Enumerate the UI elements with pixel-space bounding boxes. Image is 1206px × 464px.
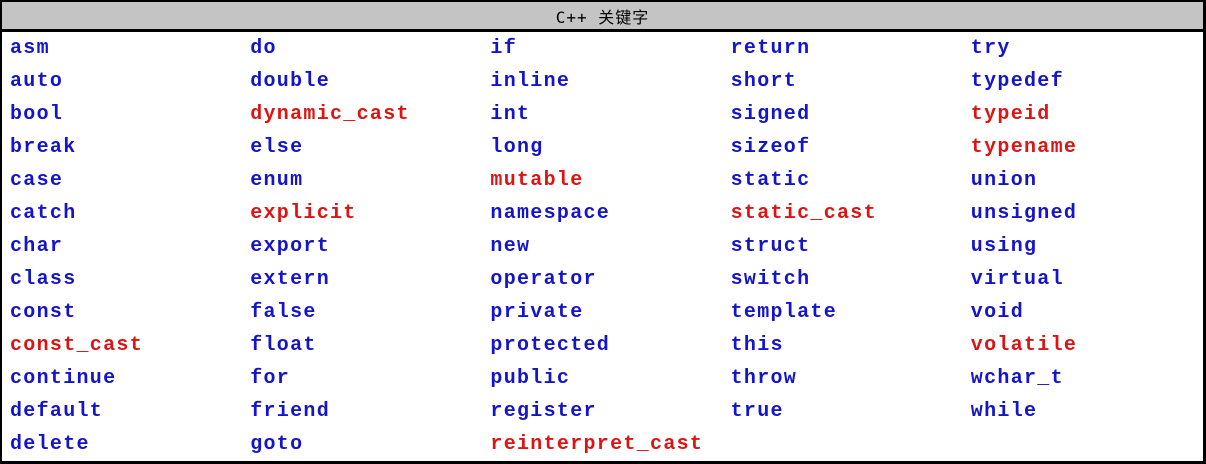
- keyword-cell: union: [970, 168, 1038, 192]
- keyword-cell: inline: [490, 69, 571, 93]
- keyword-cell: false: [250, 300, 317, 324]
- keyword-cell: asm: [10, 36, 50, 60]
- keyword-cell: signed: [730, 102, 811, 126]
- keyword-cell: while: [970, 399, 1038, 423]
- keyword-cell: auto: [10, 69, 64, 93]
- keyword-cell: void: [970, 300, 1025, 324]
- keyword-cell: throw: [730, 366, 798, 390]
- keyword-cell: static: [730, 168, 811, 192]
- keyword-cell: break: [10, 135, 77, 159]
- keyword-cell: register: [490, 399, 597, 423]
- keyword-cell: namespace: [490, 201, 611, 225]
- keyword-cell: int: [490, 102, 531, 126]
- keyword-cell: class: [10, 267, 77, 291]
- keyword-cell: using: [970, 234, 1038, 258]
- keyword-cell: private: [490, 300, 584, 324]
- table-body: asm do if return try auto double inline short typ…: [2, 32, 1203, 461]
- keyword-cell: const_cast: [10, 333, 144, 357]
- keyword-cell: goto: [250, 432, 304, 456]
- keyword-cell: friend: [250, 399, 330, 423]
- keyword-cell: for: [250, 366, 291, 390]
- keyword-cell: else: [250, 135, 304, 159]
- keyword-cell: short: [730, 69, 798, 93]
- keyword-cell: default: [10, 399, 104, 423]
- keyword-cell: switch: [730, 267, 811, 291]
- keyword-cell: new: [490, 234, 531, 258]
- keyword-cell: mutable: [490, 168, 584, 192]
- keyword-cell: return: [730, 36, 811, 60]
- keyword-cell: long: [490, 135, 544, 159]
- empty-cell: [963, 428, 1203, 461]
- keyword-cell: catch: [10, 201, 77, 225]
- keyword-cell: float: [250, 333, 317, 357]
- keyword-cell: volatile: [970, 333, 1078, 357]
- keyword-cell: explicit: [250, 201, 357, 225]
- keyword-cell: unsigned: [970, 201, 1078, 225]
- keyword-cell: extern: [250, 267, 330, 291]
- keyword-cell: typedef: [970, 69, 1064, 93]
- keyword-cell: if: [490, 36, 517, 60]
- keyword-cell: static_cast: [730, 201, 877, 225]
- table-header-row: C++ 关键字: [2, 2, 1203, 32]
- keyword-cell: bool: [10, 102, 64, 126]
- keyword-cell: dynamic_cast: [250, 102, 410, 126]
- keyword-cell: this: [730, 333, 784, 357]
- keyword-cell: delete: [10, 432, 90, 456]
- keyword-cell: try: [970, 36, 1011, 60]
- keyword-cell: char: [10, 234, 64, 258]
- keyword-cell: struct: [730, 234, 811, 258]
- keyword-cell: operator: [490, 267, 597, 291]
- keyword-cell: enum: [250, 168, 304, 192]
- keyword-cell: continue: [10, 366, 117, 390]
- keyword-cell: export: [250, 234, 330, 258]
- keyword-cell: const: [10, 300, 77, 324]
- keyword-cell: reinterpret_cast: [490, 432, 704, 456]
- keyword-cell: typename: [970, 135, 1078, 159]
- keyword-cell: protected: [490, 333, 611, 357]
- keyword-cell: virtual: [970, 267, 1064, 291]
- keyword-cell: case: [10, 168, 64, 192]
- keyword-cell: double: [250, 69, 330, 93]
- keyword-cell: true: [730, 399, 784, 423]
- empty-cell: [723, 428, 963, 461]
- keyword-cell: public: [490, 366, 571, 390]
- table-title: C++ 关键字: [555, 7, 650, 27]
- keyword-cell: do: [250, 36, 277, 60]
- keyword-cell: wchar_t: [970, 366, 1064, 390]
- keyword-cell: template: [730, 300, 838, 324]
- keyword-cell: typeid: [970, 102, 1051, 126]
- keyword-cell: sizeof: [730, 135, 811, 159]
